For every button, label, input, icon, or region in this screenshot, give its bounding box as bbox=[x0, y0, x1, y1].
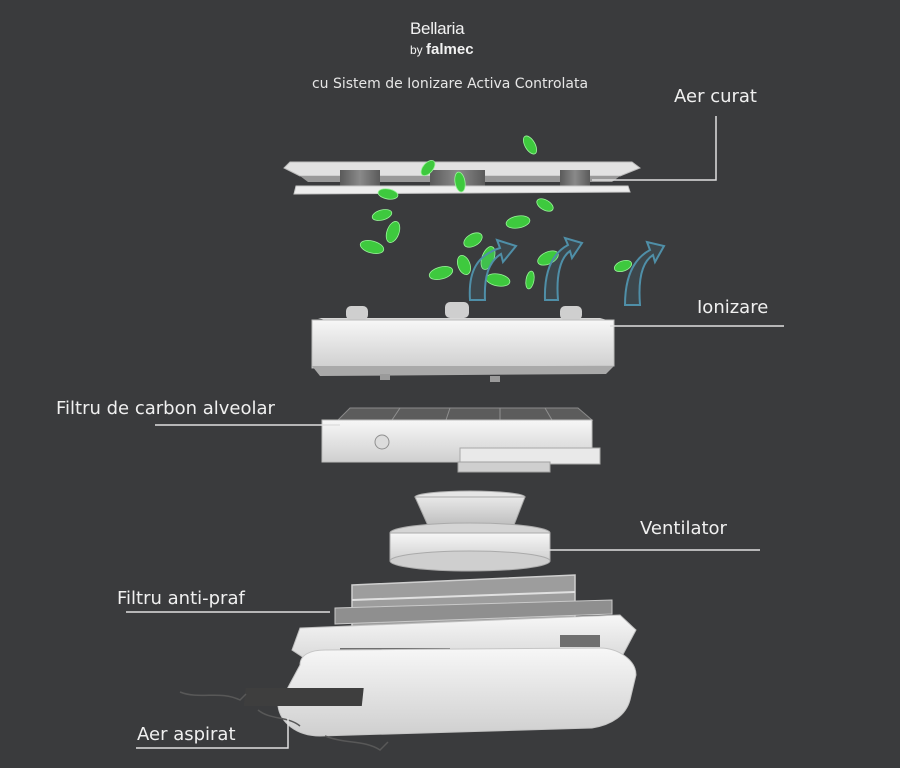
ionizer-module bbox=[311, 302, 615, 382]
label-ionizare: Ionizare bbox=[697, 297, 769, 318]
fan-module bbox=[389, 490, 551, 572]
leader-lines bbox=[126, 116, 784, 749]
label-filtru-anti-praf: Filtru anti-praf bbox=[117, 588, 245, 609]
brand-name: Bellaria bbox=[410, 19, 465, 38]
airflow-arrow-icon bbox=[468, 236, 666, 306]
intake-airflow-icon bbox=[179, 691, 389, 751]
brand-byline: by falmec bbox=[410, 40, 474, 59]
label-ventilator: Ventilator bbox=[640, 518, 727, 539]
subtitle: cu Sistem de Ionizare Activa Controlata bbox=[311, 76, 589, 92]
leaf-icon bbox=[359, 135, 633, 290]
brand-by: by bbox=[410, 42, 423, 57]
label-aer-curat: Aer curat bbox=[674, 86, 757, 107]
label-aer-aspirat: Aer aspirat bbox=[137, 724, 236, 745]
label-filtru-carbon: Filtru de carbon alveolar bbox=[56, 398, 275, 419]
carbon-filter-module bbox=[321, 407, 601, 473]
base-module bbox=[243, 647, 637, 737]
leader-line-aer-aspirat bbox=[136, 718, 289, 749]
leader-line-aer-curat bbox=[592, 116, 717, 181]
brand-logo: Bellaria by falmec bbox=[410, 19, 474, 59]
brand-maker: falmec bbox=[426, 40, 474, 58]
